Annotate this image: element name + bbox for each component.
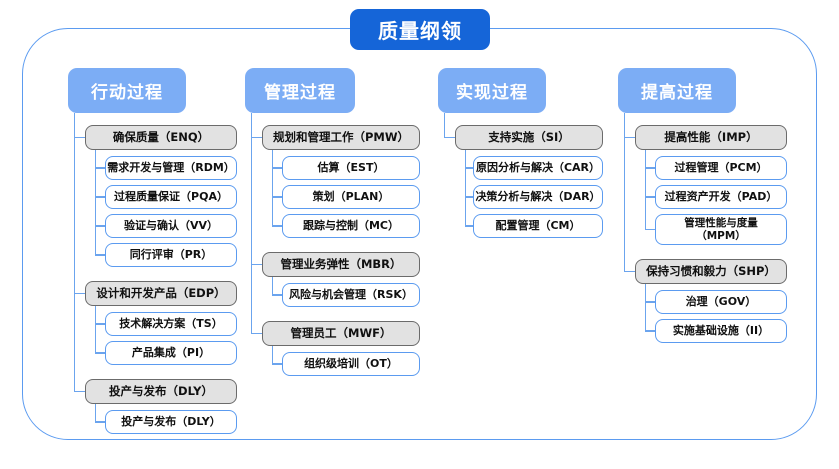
connector-h [272, 225, 282, 227]
column-header-1: 行动过程 [68, 68, 186, 113]
leaf-node[interactable]: 估算（EST） [282, 156, 420, 180]
connector-h [251, 136, 262, 139]
connector-trunk [74, 113, 76, 392]
connector-h [624, 270, 635, 273]
leaf-node[interactable]: 跟踪与控制（MC） [282, 214, 420, 238]
category-node[interactable]: 投产与发布（DLY） [85, 379, 237, 404]
root-title: 质量纲领 [350, 9, 490, 50]
connector-h [272, 294, 282, 296]
connector-h [272, 167, 282, 169]
connector-trunk [251, 113, 253, 334]
leaf-node[interactable]: 原因分析与解决（CAR） [473, 156, 603, 180]
connector-h [272, 363, 282, 365]
leaf-node[interactable]: 配置管理（CM） [473, 214, 603, 238]
category-node[interactable]: 规划和管理工作（PMW） [262, 125, 420, 150]
connector-v [645, 284, 647, 331]
leaf-node[interactable]: 风险与机会管理（RSK） [282, 283, 420, 307]
connector-h [95, 225, 105, 227]
connector-v [95, 306, 97, 353]
leaf-node[interactable]: 技术解决方案（TS） [105, 312, 237, 336]
connector-h [645, 196, 655, 198]
column-header-2: 管理过程 [245, 68, 355, 113]
connector-h [444, 136, 455, 139]
connector-v [95, 150, 97, 255]
connector-h [74, 292, 85, 295]
connector-h [74, 390, 85, 393]
connector-h [95, 352, 105, 354]
leaf-node[interactable]: 需求开发与管理（RDM） [105, 156, 237, 180]
leaf-node[interactable]: 验证与确认（VV） [105, 214, 237, 238]
leaf-node[interactable]: 投产与发布（DLY） [105, 410, 237, 434]
connector-h [251, 263, 262, 266]
connector-v [272, 277, 274, 295]
connector-v [272, 150, 274, 226]
connector-h [465, 196, 473, 198]
connector-trunk [624, 113, 626, 272]
connector-h [465, 225, 473, 227]
connector-h [95, 167, 105, 169]
connector-h [624, 136, 635, 139]
connector-v [645, 150, 647, 230]
category-node[interactable]: 管理业务弹性（MBR） [262, 252, 420, 277]
connector-h [95, 254, 105, 256]
leaf-node[interactable]: 策划（PLAN） [282, 185, 420, 209]
leaf-node[interactable]: 实施基础设施（II） [655, 319, 787, 343]
leaf-node[interactable]: 同行评审（PR） [105, 243, 237, 267]
leaf-node[interactable]: 管理性能与度量（MPM） [655, 214, 787, 245]
leaf-node[interactable]: 治理（GOV） [655, 290, 787, 314]
connector-h [465, 167, 473, 169]
leaf-node[interactable]: 过程质量保证（PQA） [105, 185, 237, 209]
connector-h [95, 196, 105, 198]
connector-v [272, 346, 274, 364]
connector-trunk [444, 113, 446, 138]
connector-v [95, 404, 97, 422]
connector-h [645, 330, 655, 332]
connector-h [251, 332, 262, 335]
connector-h [95, 421, 105, 423]
connector-h [645, 228, 655, 231]
category-node[interactable]: 设计和开发产品（EDP） [85, 281, 237, 306]
category-node[interactable]: 管理员工（MWF） [262, 321, 420, 346]
category-node[interactable]: 支持实施（SI） [455, 125, 603, 150]
category-node[interactable]: 确保质量（ENQ） [85, 125, 237, 150]
column-header-4: 提高过程 [618, 68, 736, 113]
connector-h [272, 196, 282, 198]
category-node[interactable]: 提高性能（IMP） [635, 125, 787, 150]
leaf-node[interactable]: 组织级培训（OT） [282, 352, 420, 376]
connector-v [465, 150, 467, 226]
category-node[interactable]: 保持习惯和毅力（SHP） [635, 259, 787, 284]
column-header-3: 实现过程 [438, 68, 546, 113]
connector-h [74, 136, 85, 139]
leaf-node[interactable]: 过程管理（PCM） [655, 156, 787, 180]
leaf-node[interactable]: 过程资产开发（PAD） [655, 185, 787, 209]
connector-h [645, 167, 655, 169]
connector-h [645, 301, 655, 303]
leaf-node[interactable]: 决策分析与解决（DAR） [473, 185, 603, 209]
connector-h [95, 323, 105, 325]
leaf-node[interactable]: 产品集成（PI） [105, 341, 237, 365]
